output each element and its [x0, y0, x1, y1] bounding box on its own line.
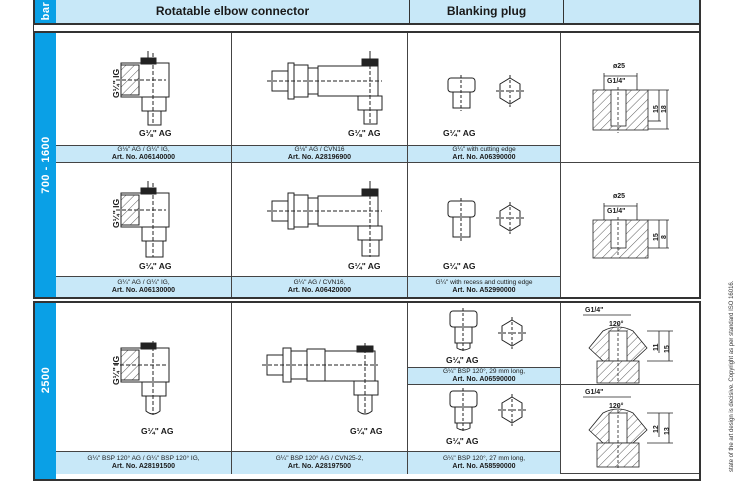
- cell-port-drawing-1: ø25 G1/4" 15 18: [561, 33, 699, 163]
- caption-desc: G¼" AG / CVN16,: [293, 279, 346, 286]
- thread-label-bottom: G¼" AG: [141, 426, 174, 436]
- thread-label-bottom: G⅛" AG: [348, 128, 381, 138]
- copyright-note: state of the art design is decisive. Cop…: [729, 280, 735, 472]
- cell-connector-b-3: G¼" AG: [232, 303, 408, 452]
- blanking-plug-bsp-drawing: [449, 388, 526, 433]
- caption-desc: G¼" BSP 120° AG / G¼" BSP 120° IG,: [87, 455, 200, 462]
- blanking-plug-drawing: [447, 75, 524, 111]
- elbow-connector-bsp-drawing: [114, 341, 170, 415]
- caption-connector-b-2: G¼" AG / CVN16, Art. No. A06420000: [232, 277, 408, 297]
- caption-plug-1: G¼" with cutting edge Art. No. A06390000: [408, 146, 561, 163]
- dim-diameter: ø25: [613, 193, 626, 200]
- dim-angle: 120°: [609, 403, 624, 410]
- cell-plug-2: G¼" AG: [408, 163, 561, 277]
- caption-connector-a-3: G¼" BSP 120° AG / G¼" BSP 120° IG, Art. …: [56, 452, 232, 474]
- caption-connector-b-3: G¼" BSP 120° AG / CVN25-2, Art. No. A281…: [232, 452, 408, 474]
- thread-label-side: G¼" IG: [111, 198, 121, 228]
- caption-connector-b-1: G⅛" AG / CVN16 Art. No. A28196900: [232, 146, 408, 163]
- unit-band: bar: [35, 0, 56, 23]
- caption-art-no: Art. No. A06140000: [111, 154, 176, 161]
- bsp-port-section-drawing: [583, 314, 673, 384]
- caption-art-no: Art. No. A06590000: [452, 376, 516, 383]
- dim-depth-1: 15: [653, 105, 660, 113]
- port-section-drawing: [592, 73, 669, 133]
- header-blanking-plug: Blanking plug: [410, 0, 564, 23]
- header-drawing: [564, 0, 699, 23]
- thread-label-bottom: G¼" AG: [139, 261, 172, 271]
- cell-connector-b-1: G⅛" AG: [232, 33, 408, 146]
- bsp-port-section-drawing: [583, 396, 673, 469]
- caption-desc: G¼" with cutting edge: [452, 146, 516, 153]
- cell-plug-1: G¼" AG: [408, 33, 561, 146]
- dim-depth-2: 15: [664, 345, 671, 353]
- pressure-band: 700 - 1600: [35, 33, 56, 297]
- dim-depth-1: 12: [653, 425, 660, 433]
- caption-art-no: Art. No. A28191500: [111, 463, 176, 470]
- thread-label-bottom: G¼" AG: [348, 261, 381, 271]
- dim-thread: G1/4": [607, 78, 626, 85]
- dim-diameter: ø25: [613, 63, 626, 70]
- dim-thread: G1/4": [585, 307, 604, 314]
- caption-art-no: Art. No. A06390000: [452, 154, 516, 161]
- caption-art-no: Art. No. A28196900: [287, 154, 352, 161]
- caption-desc: G⅛" AG / CVN16: [294, 146, 345, 153]
- cell-port-drawing-3: G1/4" 120° 11 15: [561, 303, 699, 385]
- caption-desc: G¼" AG / G¼" IG,: [117, 279, 170, 286]
- header-rotatable-elbow: Rotatable elbow connector: [56, 0, 410, 23]
- thread-label-bottom: G¼" AG: [446, 436, 479, 446]
- caption-art-no: Art. No. A06420000: [287, 287, 352, 294]
- pressure-band: 2500: [35, 303, 56, 479]
- caption-connector-a-2: G¼" AG / G¼" IG, Art. No. A06130000: [56, 277, 232, 297]
- caption-desc: G¼" BSP 120°, 27 mm long,: [442, 455, 526, 462]
- caption-plug-3: G¼" BSP 120°, 29 mm long, Art. No. A0659…: [408, 368, 561, 385]
- elbow-connector-ig-drawing: [116, 51, 170, 126]
- caption-desc: G⅛" AG / G¼" IG,: [117, 146, 170, 153]
- thread-label-side: G¼" IG: [111, 355, 121, 385]
- thread-label-bottom: G¼" AG: [443, 261, 476, 271]
- unit-label: bar: [39, 1, 52, 20]
- cell-port-drawing-2: ø25 G1/4" 15 8: [561, 163, 699, 297]
- dim-angle: 120°: [609, 321, 624, 328]
- dim-depth-2: 18: [661, 105, 668, 113]
- elbow-connector-cvn-drawing: [267, 181, 383, 257]
- caption-art-no: Art. No. A58590000: [452, 463, 516, 470]
- caption-art-no: Art. No. A52990000: [452, 287, 516, 294]
- thread-label-bottom: G¼" AG: [446, 355, 479, 365]
- pressure-label: 2500: [39, 367, 52, 394]
- caption-desc: G¼" BSP 120°, 29 mm long,: [442, 368, 526, 375]
- blanking-plug-bsp-drawing: [449, 308, 526, 353]
- dim-thread: G1/4": [585, 389, 604, 396]
- cell-connector-a-2: G¼" IG G¼" AG: [56, 163, 232, 277]
- caption-desc: G¼" BSP 120° AG / CVN25-2,: [275, 455, 364, 462]
- dim-depth-2: 8: [661, 235, 668, 239]
- pressure-label: 700 - 1600: [39, 136, 52, 194]
- thread-label-bottom: G¼" AG: [350, 426, 383, 436]
- elbow-connector-cvn-drawing: [267, 51, 383, 125]
- cell-connector-b-2: G¼" AG: [232, 163, 408, 277]
- caption-connector-a-1: G⅛" AG / G¼" IG, Art. No. A06140000: [56, 146, 232, 163]
- cell-plug-4: G¼" AG: [408, 385, 561, 452]
- dim-thread: G1/4": [607, 208, 626, 215]
- elbow-connector-cvn25-drawing: [262, 343, 379, 415]
- caption-art-no: Art. No. A28197500: [287, 463, 352, 470]
- cell-plug-3: G¼" AG: [408, 303, 561, 368]
- cell-connector-a-1: G¼" IG G⅛" AG: [56, 33, 232, 146]
- caption-plug-2: G¼" with recess and cutting edge Art. No…: [408, 277, 561, 297]
- caption-art-no: Art. No. A06130000: [111, 287, 176, 294]
- elbow-connector-ig-drawing: [116, 181, 170, 258]
- section-700-1600: 700 - 1600: [33, 31, 701, 299]
- caption-plug-4: G¼" BSP 120°, 27 mm long, Art. No. A5859…: [408, 452, 561, 474]
- dim-depth-1: 11: [653, 343, 660, 351]
- cell-connector-a-3: G¼" IG G¼" AG: [56, 303, 232, 452]
- table-header: bar Rotatable elbow connector Blanking p…: [33, 0, 701, 25]
- dim-depth-2: 13: [664, 427, 671, 435]
- port-section-drawing: [592, 203, 669, 259]
- thread-label-bottom: G⅛" AG: [139, 128, 172, 138]
- cell-port-drawing-4: G1/4" 120° 12 13: [561, 385, 699, 474]
- caption-desc: G¼" with recess and cutting edge: [435, 279, 533, 286]
- dim-depth-1: 15: [653, 233, 660, 241]
- thread-label-side: G¼" IG: [111, 68, 121, 98]
- thread-label-bottom: G¼" AG: [443, 128, 476, 138]
- blanking-plug-drawing: [447, 198, 524, 241]
